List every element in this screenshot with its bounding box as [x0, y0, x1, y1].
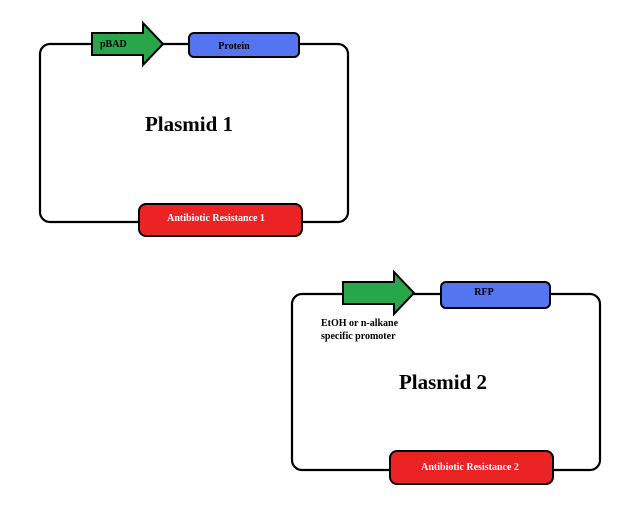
plasmid-1-resistance-box — [138, 203, 303, 237]
plasmid-1-promoter-arrow — [91, 20, 165, 68]
plasmid-2-resistance-label: Antibiotic Resistance 2 — [421, 462, 519, 473]
plasmid-1-gene-label: Protein — [218, 41, 250, 52]
plasmid-2-gene-box — [440, 281, 551, 309]
plasmid-2-promoter-label-line2: specific promoter — [321, 331, 396, 342]
plasmid-1-title: Plasmid 1 — [145, 112, 233, 136]
plasmid-1: pBAD Protein Plasmid 1 Antibiotic Resist… — [38, 20, 350, 237]
plasmid-2-title: Plasmid 2 — [399, 370, 487, 394]
plasmid-1-gene-box — [188, 32, 300, 58]
plasmid-1-promoter-label: pBAD — [100, 39, 127, 50]
plasmid-2-gene-label: RFP — [474, 287, 493, 298]
plasmid-2-resistance-box — [389, 450, 554, 485]
plasmid-2-promoter-label-line1: EtOH or n-alkane — [321, 318, 399, 329]
plasmid-2-promoter-arrow — [342, 269, 416, 317]
plasmid-2: EtOH or n-alkane specific promoter RFP P… — [290, 269, 602, 485]
plasmid-1-resistance-label: Antibiotic Resistance 1 — [167, 213, 265, 224]
